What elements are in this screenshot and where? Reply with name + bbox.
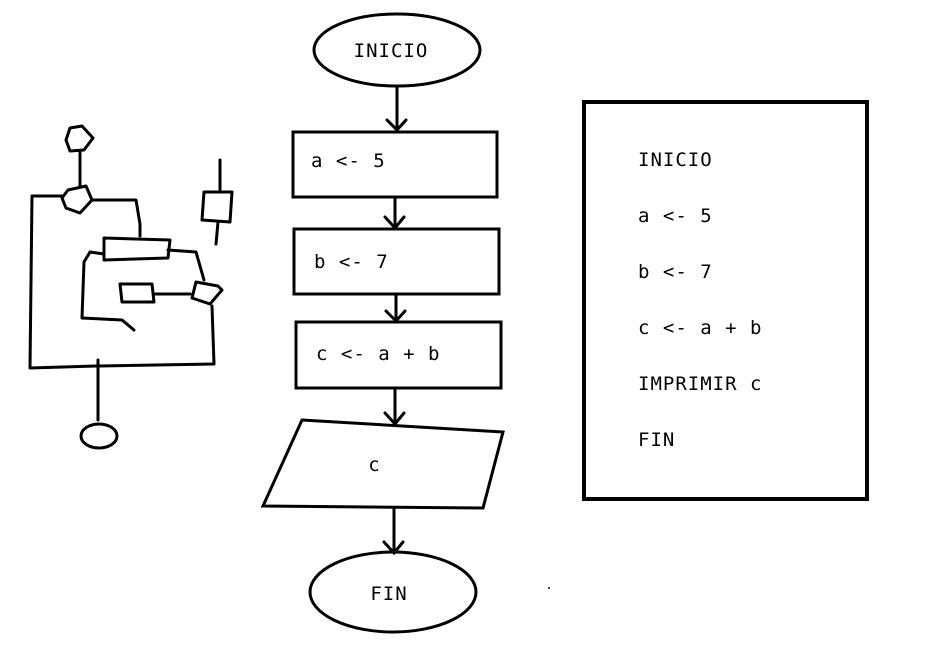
sketch-start-shape <box>64 124 95 153</box>
arrowhead-1 <box>385 118 408 133</box>
arrowhead-3 <box>384 309 407 324</box>
step3-label: c <- a + b <box>316 343 440 365</box>
output-label: c <box>368 454 379 476</box>
end-label: FIN <box>370 583 407 605</box>
output-parallelogram <box>260 418 505 510</box>
arrowhead-2 <box>383 215 406 231</box>
sketch-connector-5 <box>214 158 222 246</box>
pseudocode-panel: INICIO a <- 5 b <- 7 c <- a + b IMPRIMIR… <box>582 100 869 501</box>
pseudocode-line: c <- a + b <box>638 317 763 339</box>
flowchart: INICIO a <- 5 b <- 7 c <- a + b c FIN <box>260 12 550 634</box>
pseudocode-line: b <- 7 <box>638 261 713 283</box>
pseudocode-line: FIN <box>638 429 676 451</box>
arrowhead-4 <box>383 411 406 427</box>
pseudocode-line: IMPRIMIR c <box>638 373 763 395</box>
pseudocode-line: INICIO <box>638 149 713 171</box>
arrowhead-5 <box>382 540 405 556</box>
step1-label: a <- 5 <box>311 150 386 172</box>
sketch-decision-2 <box>190 280 224 306</box>
stray-dot <box>548 587 550 589</box>
sketch-process-box-2 <box>118 282 156 304</box>
step2-label: b <- 7 <box>314 251 389 273</box>
sketch-end-shape <box>79 422 119 450</box>
sketch-connector-4 <box>96 304 216 368</box>
pseudocode-line: a <- 5 <box>638 205 713 227</box>
process-box-c <box>294 320 503 390</box>
sketch-loop-left <box>28 194 98 370</box>
start-label: INICIO <box>354 40 429 62</box>
sketch-decision-shape <box>60 184 94 215</box>
sketch-branch-right <box>90 198 142 238</box>
sketch-process-box-1 <box>102 236 172 262</box>
sketch-inner-loop <box>80 250 136 332</box>
sketch-flowchart <box>28 124 234 450</box>
sketch-io-shape <box>200 190 234 224</box>
sketch-connector-2 <box>166 248 206 282</box>
